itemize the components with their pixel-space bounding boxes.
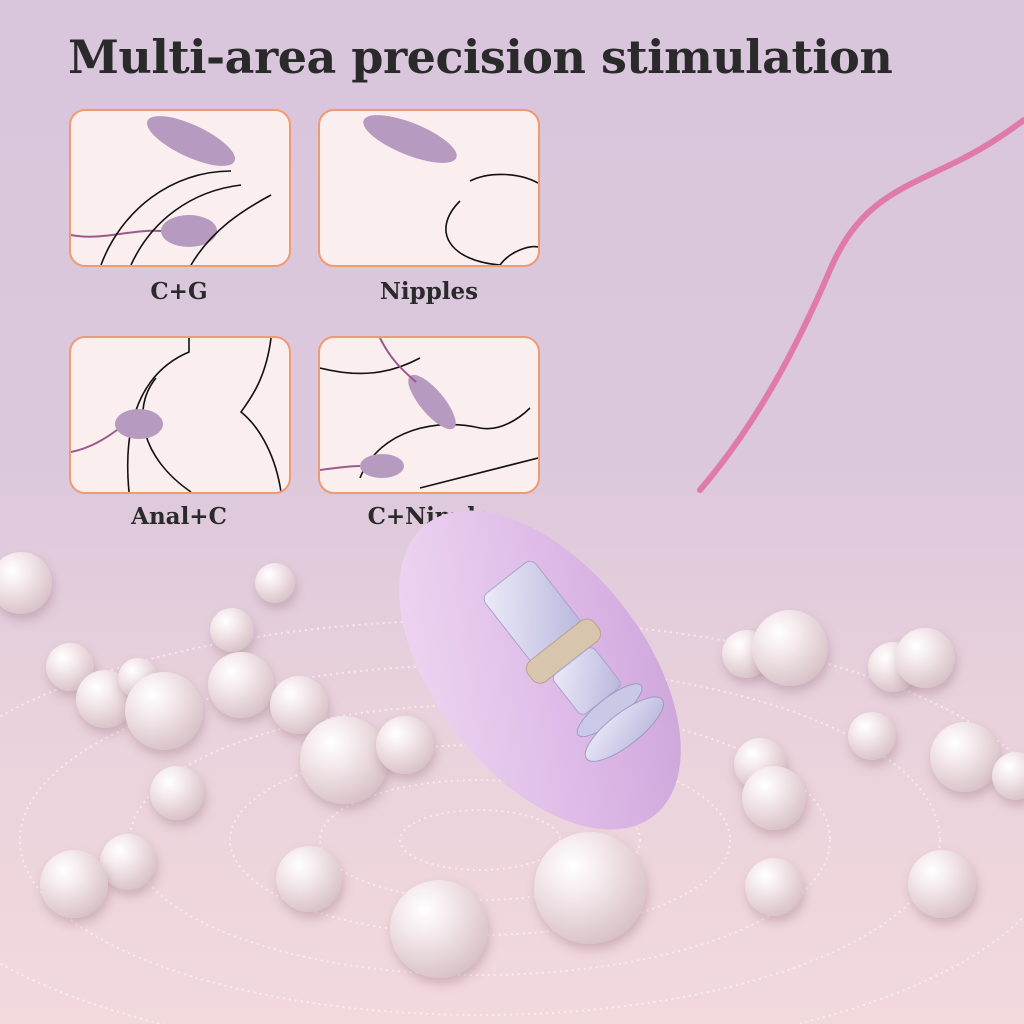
card-3-label: Anal+C — [131, 503, 227, 530]
usage-card-3 — [69, 336, 291, 494]
abstract-illustration-icon — [71, 116, 272, 265]
pearl — [150, 766, 204, 820]
pearl — [208, 652, 274, 718]
pearl — [0, 552, 52, 614]
abstract-illustration-icon — [320, 338, 538, 489]
pearl — [300, 716, 388, 804]
pearl — [930, 722, 1000, 792]
pearl — [40, 850, 108, 918]
pearl — [534, 832, 646, 944]
card-2-label: Nipples — [379, 278, 479, 305]
pearl — [908, 850, 976, 918]
pearl — [210, 608, 254, 652]
page-title: Multi-area precision stimulation — [68, 30, 893, 84]
pearl — [125, 672, 203, 750]
pearl — [276, 846, 342, 912]
abstract-illustration-icon — [363, 115, 538, 265]
usage-card-4 — [318, 336, 540, 494]
pearl — [100, 834, 156, 890]
pearl — [255, 563, 295, 603]
pearl — [745, 858, 803, 916]
pearl — [742, 766, 806, 830]
pearl — [895, 628, 955, 688]
abstract-illustration-icon — [71, 338, 282, 492]
pearl — [376, 716, 434, 774]
pearl — [752, 610, 828, 686]
usage-card-2 — [318, 109, 540, 267]
usage-card-1 — [69, 109, 291, 267]
pearl — [992, 752, 1024, 800]
product-device — [399, 510, 681, 830]
pearl — [390, 880, 488, 978]
card-1-label: C+G — [150, 278, 208, 305]
pearl — [848, 712, 896, 760]
